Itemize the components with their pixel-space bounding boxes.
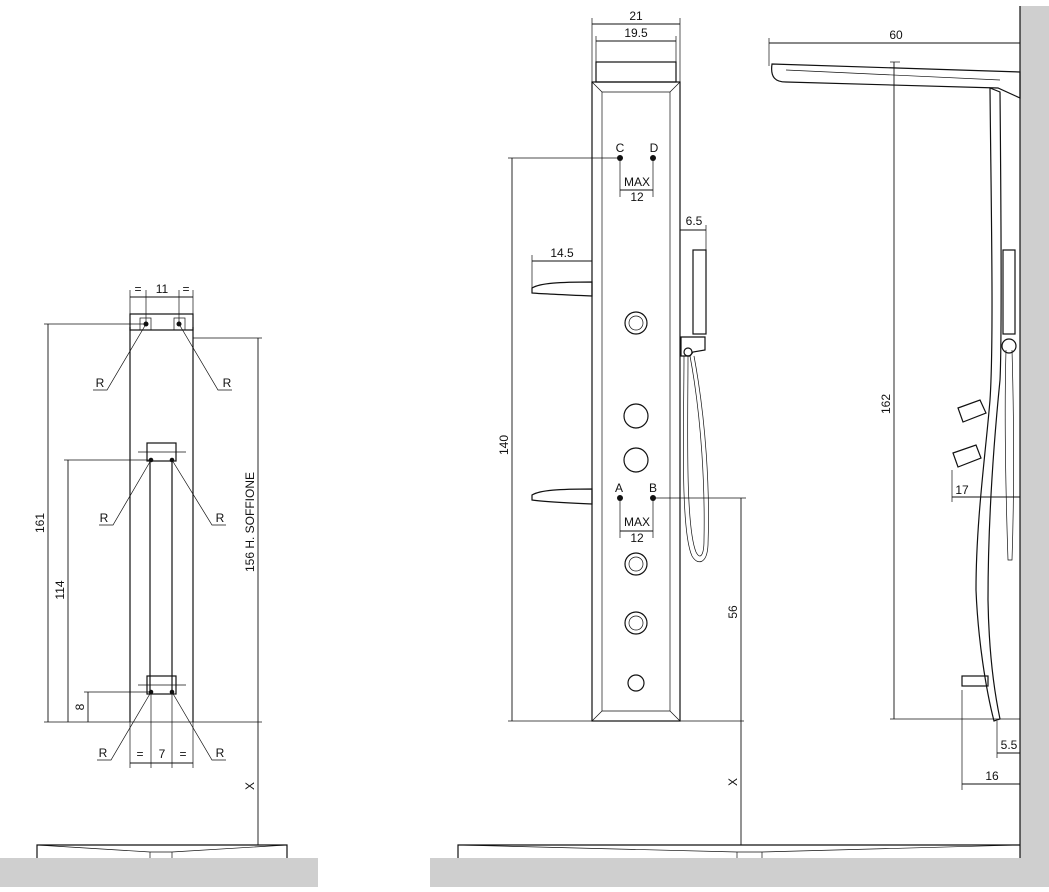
dim-x-left: X <box>243 782 257 790</box>
head-shower <box>595 61 677 83</box>
dim-height-161: 161 <box>33 513 47 533</box>
dim-height-114: 114 <box>53 580 67 599</box>
hose-side <box>1004 349 1014 561</box>
tray-slope-right <box>457 844 1021 853</box>
hand-shower-side <box>1002 249 1016 335</box>
dim-x-right: X <box>726 778 740 786</box>
body-jet-1 <box>624 311 648 335</box>
max-value-cd: 12 <box>630 190 644 204</box>
control-knob-2 <box>623 447 649 473</box>
lever-side-bottom <box>952 444 982 468</box>
r-label-3: R <box>100 511 109 525</box>
shower-hose <box>683 355 709 563</box>
body-jet-4 <box>627 674 645 692</box>
dim-height-162: 162 <box>879 394 893 414</box>
bottom-spout <box>961 675 989 687</box>
r-label-6: R <box>216 746 225 760</box>
dim-width-14-5: 14.5 <box>550 246 574 260</box>
dim-height-56: 56 <box>726 605 740 619</box>
max-label-cd: MAX <box>624 175 650 189</box>
lever-bottom <box>531 488 593 505</box>
dim-width-21: 21 <box>629 9 643 23</box>
label-b: B <box>649 481 657 495</box>
dim-bottom-width: 7 <box>159 747 166 761</box>
control-knob-1 <box>623 403 649 429</box>
dim-bottom-eq-right: = <box>179 747 186 761</box>
dim-width-16: 16 <box>985 769 999 783</box>
label-c: C <box>616 141 625 155</box>
dim-width-19-5: 19.5 <box>624 26 648 40</box>
dim-top-eq-right: = <box>182 282 189 296</box>
front-view: 21 19.5 C D MAX 12 A B MAX 12 <box>430 9 1049 887</box>
r-label-4: R <box>216 511 225 525</box>
label-a: A <box>615 481 623 495</box>
shower-tray-left <box>36 844 288 858</box>
dim-width-17: 17 <box>955 483 969 497</box>
hand-shower-holder <box>680 336 706 357</box>
top-bracket <box>129 313 194 331</box>
body-jet-3 <box>624 611 648 635</box>
side-view: 60 162 17 5.5 16 <box>768 6 1049 858</box>
dim-height-140: 140 <box>497 435 511 455</box>
dim-width-60: 60 <box>889 28 903 42</box>
lever-top <box>531 281 593 297</box>
r-label-1: R <box>96 376 105 390</box>
floor-right <box>430 858 1049 887</box>
fixing-view: = 11 = = 7 = R R R R R R 161 114 <box>0 282 318 887</box>
tray-slope-left <box>36 844 288 853</box>
dim-width-6-5: 6.5 <box>686 214 703 228</box>
body-jet-2 <box>624 552 648 576</box>
dim-height-8: 8 <box>73 703 87 710</box>
lever-side-top <box>957 399 987 423</box>
dim-top-eq-left: = <box>134 282 141 296</box>
panel-profile <box>975 87 1002 722</box>
dim-width-5-5: 5.5 <box>1001 738 1018 752</box>
hand-shower <box>692 249 707 335</box>
dim-bottom-eq-left: = <box>136 747 143 761</box>
dim-height-156-soffione: 156 H. SOFFIONE <box>243 472 257 572</box>
r-label-5: R <box>99 746 108 760</box>
head-arm <box>771 63 1021 99</box>
r-label-2: R <box>223 376 232 390</box>
label-d: D <box>650 141 659 155</box>
max-label-ab: MAX <box>624 515 650 529</box>
floor-left <box>0 858 318 887</box>
dim-top-width: 11 <box>156 282 169 296</box>
max-value-ab: 12 <box>630 531 644 545</box>
wall <box>1020 6 1049 858</box>
